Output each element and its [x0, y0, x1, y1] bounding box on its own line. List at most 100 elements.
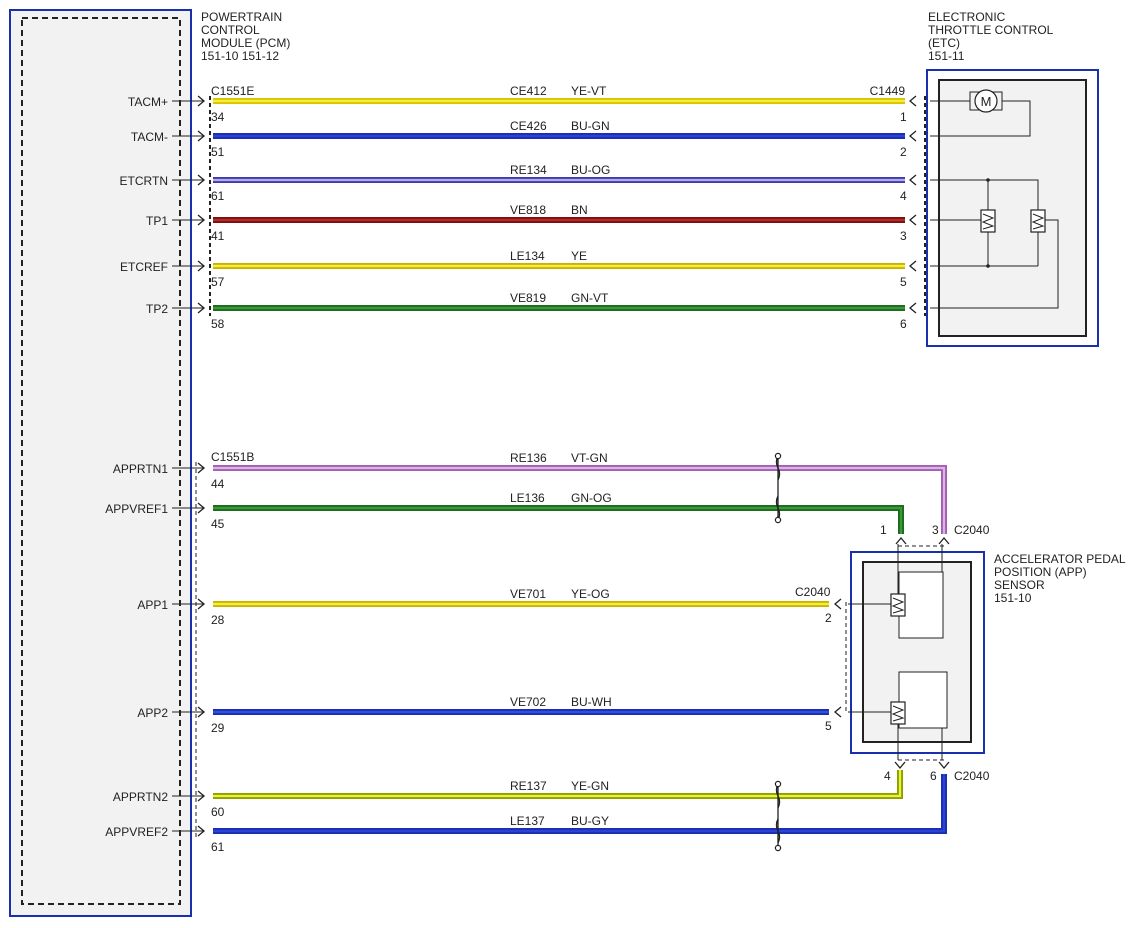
- far-pin-number: 4: [900, 189, 907, 203]
- far-pin-number: 1: [900, 110, 907, 124]
- svg-text:151-10 151-12: 151-10 151-12: [201, 49, 279, 63]
- circuit-label: VE701: [510, 587, 546, 601]
- wire-color-label: YE-GN: [571, 779, 609, 793]
- pcm-connector-top: C1551E: [211, 84, 254, 98]
- wire-color-label: BU-GY: [571, 814, 609, 828]
- wire-color-label: VT-GN: [571, 451, 608, 465]
- svg-text:CONTROL: CONTROL: [201, 23, 260, 37]
- circuit-label: RE134: [510, 163, 547, 177]
- wire-core-le136: [213, 506, 903, 534]
- wire-core-re137: [213, 770, 902, 798]
- signal-label: TACM+: [128, 95, 168, 109]
- circuit-label: LE134: [510, 249, 545, 263]
- pcm-connector-bottom: C1551B: [211, 450, 254, 464]
- far-pin-arrow: [908, 302, 917, 314]
- signal-label: ETCRTN: [120, 174, 168, 188]
- pcm-pin-number: 58: [211, 317, 225, 331]
- pcm-pin-number: 51: [211, 145, 225, 159]
- twisted-pair-end-icon: [774, 780, 782, 788]
- wire-color-label: BU-WH: [571, 695, 612, 709]
- far-pin-number: 3: [900, 229, 907, 243]
- wire-color-label: GN-VT: [571, 291, 609, 305]
- far-pin-number: 5: [825, 719, 832, 733]
- pcm-pin-number: 61: [211, 189, 225, 203]
- signal-label: APP1: [137, 598, 168, 612]
- twisted-pair-end-icon: [774, 844, 782, 852]
- svg-text:ELECTRONIC: ELECTRONIC: [928, 10, 1006, 24]
- pcm-title: POWERTRAIN CONTROL MODULE (PCM) 151-10 1…: [201, 10, 290, 63]
- wire-color-label: YE-VT: [571, 84, 607, 98]
- signal-label: APPRTN2: [113, 790, 168, 804]
- wire-color-label: BN: [571, 203, 588, 217]
- pcm-pin-number: 57: [211, 275, 225, 289]
- wire-color-label: BU-GN: [571, 119, 610, 133]
- etc-title: ELECTRONIC THROTTLE CONTROL (ETC) 151-11: [928, 10, 1054, 63]
- signal-label: ETCREF: [120, 260, 168, 274]
- wire-le136: [213, 505, 904, 534]
- far-pin-arrow: [908, 130, 917, 142]
- far-pin-number: 3: [932, 523, 939, 537]
- throttle-position-sensor-1-icon: [980, 209, 996, 233]
- signal-label: APPVREF2: [105, 825, 168, 839]
- far-pin-number: 4: [884, 769, 891, 783]
- signal-label: TP2: [146, 302, 168, 316]
- far-pin-number: 2: [900, 145, 907, 159]
- circuit-label: RE137: [510, 779, 547, 793]
- pcm-pin-number: 28: [211, 613, 225, 627]
- twisted-pair-end-icon: [774, 452, 782, 460]
- app-title: ACCELERATOR PEDAL POSITION (APP) SENSOR …: [994, 552, 1126, 605]
- svg-text:151-10: 151-10: [994, 591, 1032, 605]
- svg-text:MODULE (PCM): MODULE (PCM): [201, 36, 290, 50]
- wire-color-label: YE-OG: [571, 587, 610, 601]
- etc-connector-label: C1449: [870, 84, 906, 98]
- app-sensor-1-icon: [890, 593, 906, 617]
- pcm-pin-number: 61: [211, 840, 225, 854]
- pcm-pin-number: 44: [211, 477, 225, 491]
- circuit-label: VE819: [510, 291, 546, 305]
- signal-label: TP1: [146, 214, 168, 228]
- pcm-pin-number: 60: [211, 805, 225, 819]
- far-pin-arrow: [908, 95, 917, 107]
- far-pin-arrow: [908, 174, 917, 186]
- svg-text:(ETC): (ETC): [928, 36, 960, 50]
- circuit-label: CE426: [510, 119, 547, 133]
- far-pin-number: 5: [900, 275, 907, 289]
- far-pin-number: 6: [930, 769, 937, 783]
- circuit-label: LE137: [510, 814, 545, 828]
- app-sensor-module: [850, 551, 985, 754]
- far-pin-number: 1: [880, 523, 887, 537]
- svg-text:M: M: [981, 94, 992, 109]
- app-pin-arrow: [833, 706, 842, 718]
- wire-core-re136: [213, 466, 946, 534]
- circuit-label: VE818: [510, 203, 546, 217]
- far-pin-number: 6: [900, 317, 907, 331]
- signal-label: APPVREF1: [105, 502, 168, 516]
- circuit-label: VE702: [510, 695, 546, 709]
- throttle-position-sensor-2-icon: [1030, 209, 1046, 233]
- circuit-label: CE412: [510, 84, 547, 98]
- etc-module: [926, 69, 1099, 347]
- far-pin-arrow: [908, 214, 917, 226]
- app-connector-label: C2040: [795, 585, 831, 599]
- svg-text:SENSOR: SENSOR: [994, 578, 1045, 592]
- app-pin-arrow: [833, 598, 842, 610]
- app-sensor-2-icon: [890, 701, 906, 725]
- app-pin-arrow: [894, 761, 906, 770]
- signal-label: APP2: [137, 706, 168, 720]
- signal-label: APPRTN1: [113, 462, 168, 476]
- circuit-label: RE136: [510, 451, 547, 465]
- pcm-pin-number: 29: [211, 721, 225, 735]
- svg-text:151-11: 151-11: [928, 49, 965, 63]
- wire-re137: [213, 770, 903, 799]
- pcm-module: [9, 9, 192, 917]
- app-pin-arrow: [938, 761, 950, 770]
- wire-core-le137: [213, 774, 946, 833]
- signal-label: TACM-: [131, 130, 168, 144]
- circuit-label: LE136: [510, 491, 545, 505]
- svg-text:POWERTRAIN: POWERTRAIN: [201, 10, 282, 24]
- pcm-pin-number: 45: [211, 517, 225, 531]
- svg-text:ACCELERATOR PEDAL: ACCELERATOR PEDAL: [994, 552, 1126, 566]
- app-pin-arrow: [938, 536, 950, 545]
